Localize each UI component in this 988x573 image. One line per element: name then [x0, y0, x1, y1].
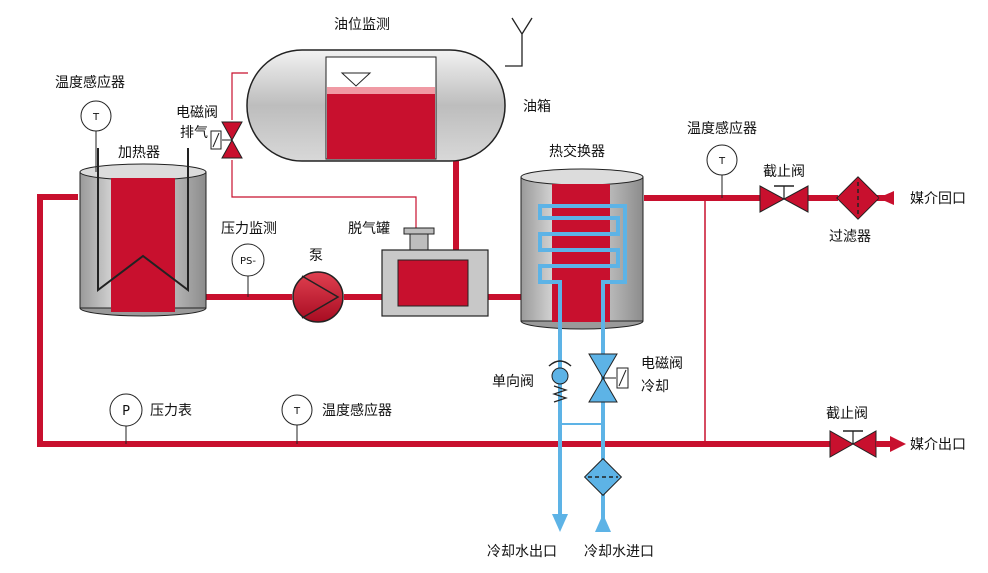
temp-mark: T [92, 112, 100, 123]
pump [292, 271, 344, 323]
label-cooling-water-inlet: 冷却水进口 [584, 544, 654, 560]
pressure-gauge: P [109, 393, 143, 444]
heater [79, 148, 207, 317]
label-degassing-tank: 脱气罐 [348, 221, 390, 237]
label-pressure-monitor: 压力监测 [221, 221, 277, 237]
heating-coil [97, 148, 189, 293]
cooling-coil [538, 204, 627, 520]
solenoid-vent-valve [210, 121, 243, 159]
label-solenoid-vent-1: 电磁阀 [176, 105, 218, 121]
label-oil-tank: 油箱 [523, 99, 551, 115]
temp-sensor-outlet: T [281, 394, 313, 444]
pressure-switch: PS- [231, 243, 265, 297]
label-solenoid-cool-1: 电磁阀 [641, 356, 683, 372]
solenoid-cooling-valve [588, 353, 629, 403]
label-heat-exchanger: 热交换器 [549, 143, 605, 160]
cooling-water-lines [552, 423, 611, 532]
label-temp-sensor-return: 温度感应器 [687, 120, 757, 137]
label-media-return: 媒介回口 [910, 191, 966, 207]
heat-exchanger [520, 168, 644, 520]
cooling-filter [583, 457, 623, 497]
label-heater: 加热器 [118, 145, 160, 161]
check-valve [548, 360, 572, 403]
arrow-cooling-in-icon [595, 514, 611, 532]
stop-valve-return [759, 185, 809, 213]
label-check-valve: 单向阀 [492, 374, 534, 390]
filter [836, 176, 880, 220]
arrow-return-icon [878, 191, 894, 205]
label-filter: 过滤器 [829, 229, 871, 245]
antenna-icon [505, 17, 533, 67]
temp-sensor-return: T [706, 144, 738, 198]
oil-tank [246, 17, 533, 162]
label-pressure-gauge: 压力表 [150, 403, 192, 419]
label-oil-level-monitor: 油位监测 [334, 17, 390, 33]
ps-mark: PS- [240, 256, 256, 267]
arrow-outlet-icon [890, 436, 906, 452]
label-cooling-water-outlet: 冷却水出口 [487, 544, 557, 560]
label-stop-valve-outlet: 截止阀 [826, 406, 868, 422]
label-stop-valve-return: 截止阀 [763, 164, 805, 180]
level-sensor-icon [340, 72, 372, 87]
stop-valve-outlet [829, 430, 877, 458]
label-temp-sensor-outlet: 温度感应器 [322, 402, 392, 419]
degassing-tank [381, 227, 489, 317]
temp-mark: T [718, 156, 726, 167]
label-solenoid-vent-2: 排气 [180, 125, 208, 141]
temp-mark: T [293, 406, 301, 417]
temp-sensor-heater: T [80, 100, 112, 172]
label-media-outlet: 媒介出口 [910, 437, 966, 453]
labels: 油位监测 油箱 温度感应器 电磁阀 排气 加热器 压力监测 泵 脱气罐 热交换器… [55, 17, 966, 560]
arrow-cooling-out-icon [552, 514, 568, 532]
pressure-mark: P [122, 404, 130, 419]
label-solenoid-cool-2: 冷却 [641, 379, 669, 395]
pipe-heater-left [37, 194, 830, 447]
label-temp-sensor-heater: 温度感应器 [55, 74, 125, 91]
label-pump: 泵 [309, 248, 323, 264]
